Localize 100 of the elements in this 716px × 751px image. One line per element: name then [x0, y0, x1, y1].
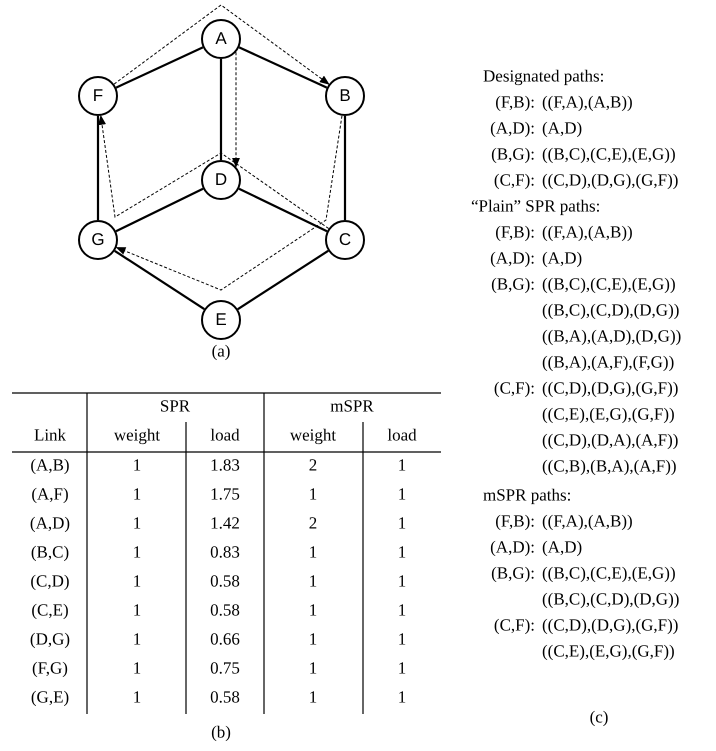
path-text: ((B,C),(C,E),(E,G)): [542, 564, 676, 584]
link-name: (C,E): [31, 602, 69, 620]
path-text: ((C,E),(E,G),(G,F)): [542, 642, 675, 662]
link-line: [220, 59, 222, 160]
link-name: (A,B): [30, 456, 70, 476]
path-pair: (B,G):: [491, 564, 535, 584]
node-circle: A: [201, 19, 241, 59]
table-value: 1: [398, 456, 406, 476]
column-header: load: [387, 426, 417, 446]
path-pair: (C,F):: [494, 172, 535, 190]
link-line: [344, 116, 346, 220]
path-text: ((B,A),(A,D),(D,G)): [542, 328, 682, 346]
table-value: 1: [308, 688, 318, 708]
path-pair: (F,B):: [495, 94, 535, 112]
link-name: (G,E): [30, 688, 70, 708]
link-line: [116, 188, 204, 232]
link-line: [116, 46, 204, 89]
path-text: ((B,C),(C,D),(D,G)): [542, 590, 680, 610]
table-value: 1: [398, 688, 406, 708]
node-circle: G: [78, 220, 118, 260]
path-text: ((F,A),(A,B)): [542, 94, 633, 112]
panel-caption: (b): [211, 724, 231, 742]
table-value: 1: [308, 660, 318, 678]
link-line: [96, 116, 100, 220]
table-value: 1: [308, 486, 318, 504]
table-value: 1: [398, 630, 406, 650]
table-value: 1: [398, 572, 406, 592]
path-text: ((B,A),(A,F),(F,G)): [542, 354, 674, 372]
table-value: 1: [132, 688, 142, 708]
path-text: ((B,C),(C,E),(E,G)): [542, 146, 676, 164]
column-group-header: mSPR: [330, 398, 374, 416]
path-pair: (A,D):: [490, 538, 535, 558]
path-text: (A,D): [542, 538, 582, 558]
table-value: 0.58: [210, 602, 240, 620]
path-text: ((F,A),(A,B)): [542, 512, 633, 532]
table-value: 1: [308, 630, 318, 650]
table-value: 1: [398, 544, 406, 562]
column-header: weight: [114, 426, 160, 446]
table-value: 1: [398, 660, 406, 678]
path-pair: (C,F):: [494, 380, 535, 398]
path-text: ((C,D),(D,G),(G,F)): [542, 616, 678, 636]
link-line: [114, 250, 205, 310]
dashed-path-arrow: [116, 115, 342, 291]
link-name: (D,G): [30, 630, 70, 650]
table-value: 1: [132, 660, 142, 678]
table-value: 1: [132, 456, 142, 476]
path-text: ((C,E),(E,G),(G,F)): [542, 406, 675, 424]
table-value: 0.58: [210, 572, 240, 592]
table-value: 2: [308, 514, 318, 534]
path-pair: (B,G):: [491, 276, 535, 294]
link-line: [238, 46, 328, 89]
column-group-header: SPR: [160, 398, 190, 416]
path-text: ((B,C),(C,E),(E,G)): [542, 276, 676, 294]
node-circle: F: [78, 76, 118, 116]
path-pair: (A,D):: [490, 120, 535, 138]
path-pair: (C,F):: [494, 616, 535, 636]
link-name: (A,F): [31, 486, 69, 504]
table-value: 1: [398, 486, 406, 504]
link-name: (C,D): [30, 572, 70, 592]
path-pair: (F,B):: [495, 224, 535, 242]
section-heading: “Plain” SPR paths:: [471, 198, 600, 216]
link-line: [238, 188, 328, 232]
column-header: load: [210, 426, 240, 446]
link-name: (A,D): [30, 514, 70, 534]
table-value: 1: [132, 544, 142, 562]
node-circle: D: [201, 160, 241, 200]
table-value: 1.83: [210, 456, 240, 476]
table-value: 0.58: [210, 688, 240, 708]
dashed-path-arrow: [98, 114, 330, 230]
table-value: 2: [308, 456, 318, 476]
section-heading: mSPR paths:: [483, 486, 572, 506]
section-heading: Designated paths:: [483, 68, 604, 86]
table-value: 0.75: [210, 660, 240, 678]
table-value: 1.42: [210, 514, 240, 534]
path-pair: (F,B):: [495, 512, 535, 532]
link-line: [237, 250, 329, 310]
path-text: ((B,C),(C,D),(D,G)): [542, 302, 680, 320]
panel-caption: (c): [590, 708, 608, 728]
link-name: (B,C): [30, 544, 70, 562]
table-value: 1: [132, 514, 142, 534]
node-circle: C: [325, 220, 365, 260]
path-text: (A,D): [542, 250, 582, 268]
link-name: (F,G): [32, 660, 68, 678]
node-circle: B: [325, 76, 365, 116]
node-circle: E: [201, 300, 241, 340]
table-value: 1: [132, 486, 142, 504]
table-value: 1: [132, 602, 142, 620]
table-value: 1: [398, 514, 406, 534]
path-text: ((F,A),(A,B)): [542, 224, 633, 242]
path-text: ((C,D),(D,G),(G,F)): [542, 172, 678, 190]
table-value: 1: [308, 544, 318, 562]
table-value: 1: [132, 572, 142, 592]
table-value: 1: [132, 630, 142, 650]
path-text: ((C,D),(D,G),(G,F)): [542, 380, 678, 398]
dashed-path-arrow: [232, 52, 240, 168]
table-value: 0.83: [210, 544, 240, 562]
path-pair: (A,D):: [490, 250, 535, 268]
panel-caption: (a): [212, 342, 230, 362]
table-value: 1: [398, 602, 406, 620]
table-value: 1: [308, 602, 318, 620]
